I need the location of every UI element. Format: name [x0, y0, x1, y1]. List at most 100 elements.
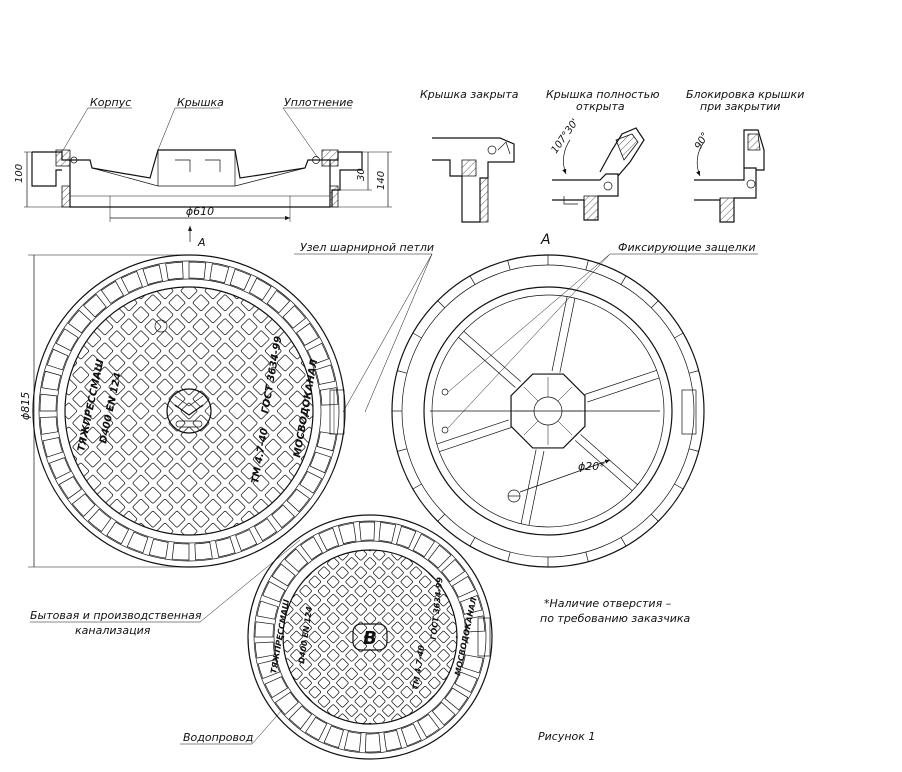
- grid-cell: [345, 686, 358, 699]
- grid-cell: [180, 306, 198, 324]
- grid-cell: [409, 584, 423, 598]
- grid-cell: [204, 474, 222, 492]
- grid-cell: [168, 318, 186, 336]
- grid-cell: [156, 498, 174, 516]
- grid-cell: [400, 630, 413, 644]
- label-lock-2: при закрытии: [700, 100, 780, 113]
- grid-cell: [96, 366, 114, 384]
- rim-tick: [397, 448, 408, 452]
- grid-cell: [308, 704, 321, 717]
- rim-segment: [444, 687, 469, 711]
- rim-segment: [441, 559, 466, 583]
- grid-cell: [252, 450, 270, 468]
- grid-cell: [446, 676, 457, 690]
- rib: [551, 296, 568, 372]
- grid-cell: [327, 667, 340, 680]
- grid-cell: [391, 621, 404, 634]
- rim-segment: [396, 525, 417, 549]
- grid-cell: [437, 686, 450, 699]
- grid-cell: [48, 439, 65, 456]
- grid-cell: [264, 486, 282, 504]
- grid-cell: [108, 402, 126, 420]
- grid-cell: [228, 330, 246, 348]
- grid-cell: [240, 342, 258, 360]
- dim-610: ϕ610: [186, 205, 214, 218]
- rim-segment: [215, 537, 236, 558]
- grid-cell: [336, 676, 349, 690]
- grid-cell: [228, 474, 246, 492]
- hub-rib: [523, 420, 539, 436]
- grid-cell: [317, 695, 331, 708]
- rim-segment: [264, 676, 289, 699]
- grid-cell: [299, 621, 312, 634]
- grid-cell: [288, 414, 306, 432]
- grid-cell: [204, 498, 222, 516]
- grid-cell: [299, 676, 312, 690]
- rim-tick: [688, 448, 699, 452]
- grid-cell: [437, 612, 450, 625]
- grid-cell: [264, 438, 282, 456]
- rim-segment: [343, 731, 362, 752]
- label-latches: Фиксирующие защелки: [618, 241, 756, 254]
- rim-segment: [288, 705, 313, 730]
- detail-lock: [694, 129, 765, 223]
- grid-cell: [382, 667, 395, 680]
- grid-cell: [72, 390, 90, 408]
- rim-segment: [461, 654, 484, 674]
- rim-segment: [41, 370, 62, 391]
- grid-cell: [382, 550, 395, 552]
- rim-segment: [459, 595, 483, 615]
- grid-cell: [216, 318, 234, 336]
- note-hole-1: *Наличие отверстия –: [544, 597, 672, 610]
- rim-tick: [674, 332, 684, 339]
- grid-cell: [300, 402, 313, 420]
- section-view: [24, 107, 392, 242]
- cover-water: [247, 514, 493, 760]
- grid-cell: [419, 649, 432, 662]
- grid-cell: [84, 426, 102, 444]
- grid-cell: [345, 594, 358, 607]
- grid-cell: [65, 426, 78, 444]
- rim-segment: [254, 518, 278, 542]
- grid-cell: [228, 306, 246, 324]
- rim-segment: [55, 328, 79, 352]
- grid-cell: [240, 390, 258, 408]
- rim-segment: [256, 600, 279, 620]
- label-open-1: Крышка полностью: [546, 88, 660, 101]
- grid-cell: [204, 378, 222, 396]
- rim-segment: [417, 713, 440, 738]
- grid-cell: [84, 378, 102, 396]
- grid-cell: [276, 402, 294, 420]
- rim-segment: [338, 522, 357, 545]
- grid-cell: [228, 354, 246, 372]
- grid-cell: [317, 621, 331, 634]
- rim-segment: [315, 364, 336, 385]
- grid-cell: [345, 704, 358, 717]
- grid-cell: [327, 575, 340, 588]
- rim-segment: [271, 563, 296, 587]
- grid-cell: [299, 603, 312, 616]
- grid-cell: [180, 522, 198, 535]
- grid-cell: [373, 676, 386, 690]
- grid-cell: [300, 426, 313, 444]
- grid-cell: [373, 566, 386, 579]
- grid-cell: [216, 390, 234, 408]
- grid-cell: [216, 366, 234, 384]
- grid-cell: [308, 667, 321, 680]
- grid-cell: [373, 584, 386, 598]
- figure-caption: Рисунок 1: [538, 730, 595, 743]
- rib: [439, 427, 512, 453]
- grid-cell: [409, 603, 423, 616]
- grid-cell: [373, 550, 386, 561]
- grid-cell: [120, 318, 138, 336]
- rib: [436, 419, 509, 445]
- grid-cell: [216, 294, 234, 312]
- grid-cell: [299, 658, 312, 671]
- grid-cell: [400, 649, 413, 662]
- rim-tick: [397, 370, 408, 374]
- grid-cell: [308, 594, 321, 607]
- rim-segment: [67, 309, 92, 334]
- grid-cell: [144, 294, 162, 312]
- grid-cell: [72, 438, 90, 456]
- grid-cell: [400, 667, 413, 680]
